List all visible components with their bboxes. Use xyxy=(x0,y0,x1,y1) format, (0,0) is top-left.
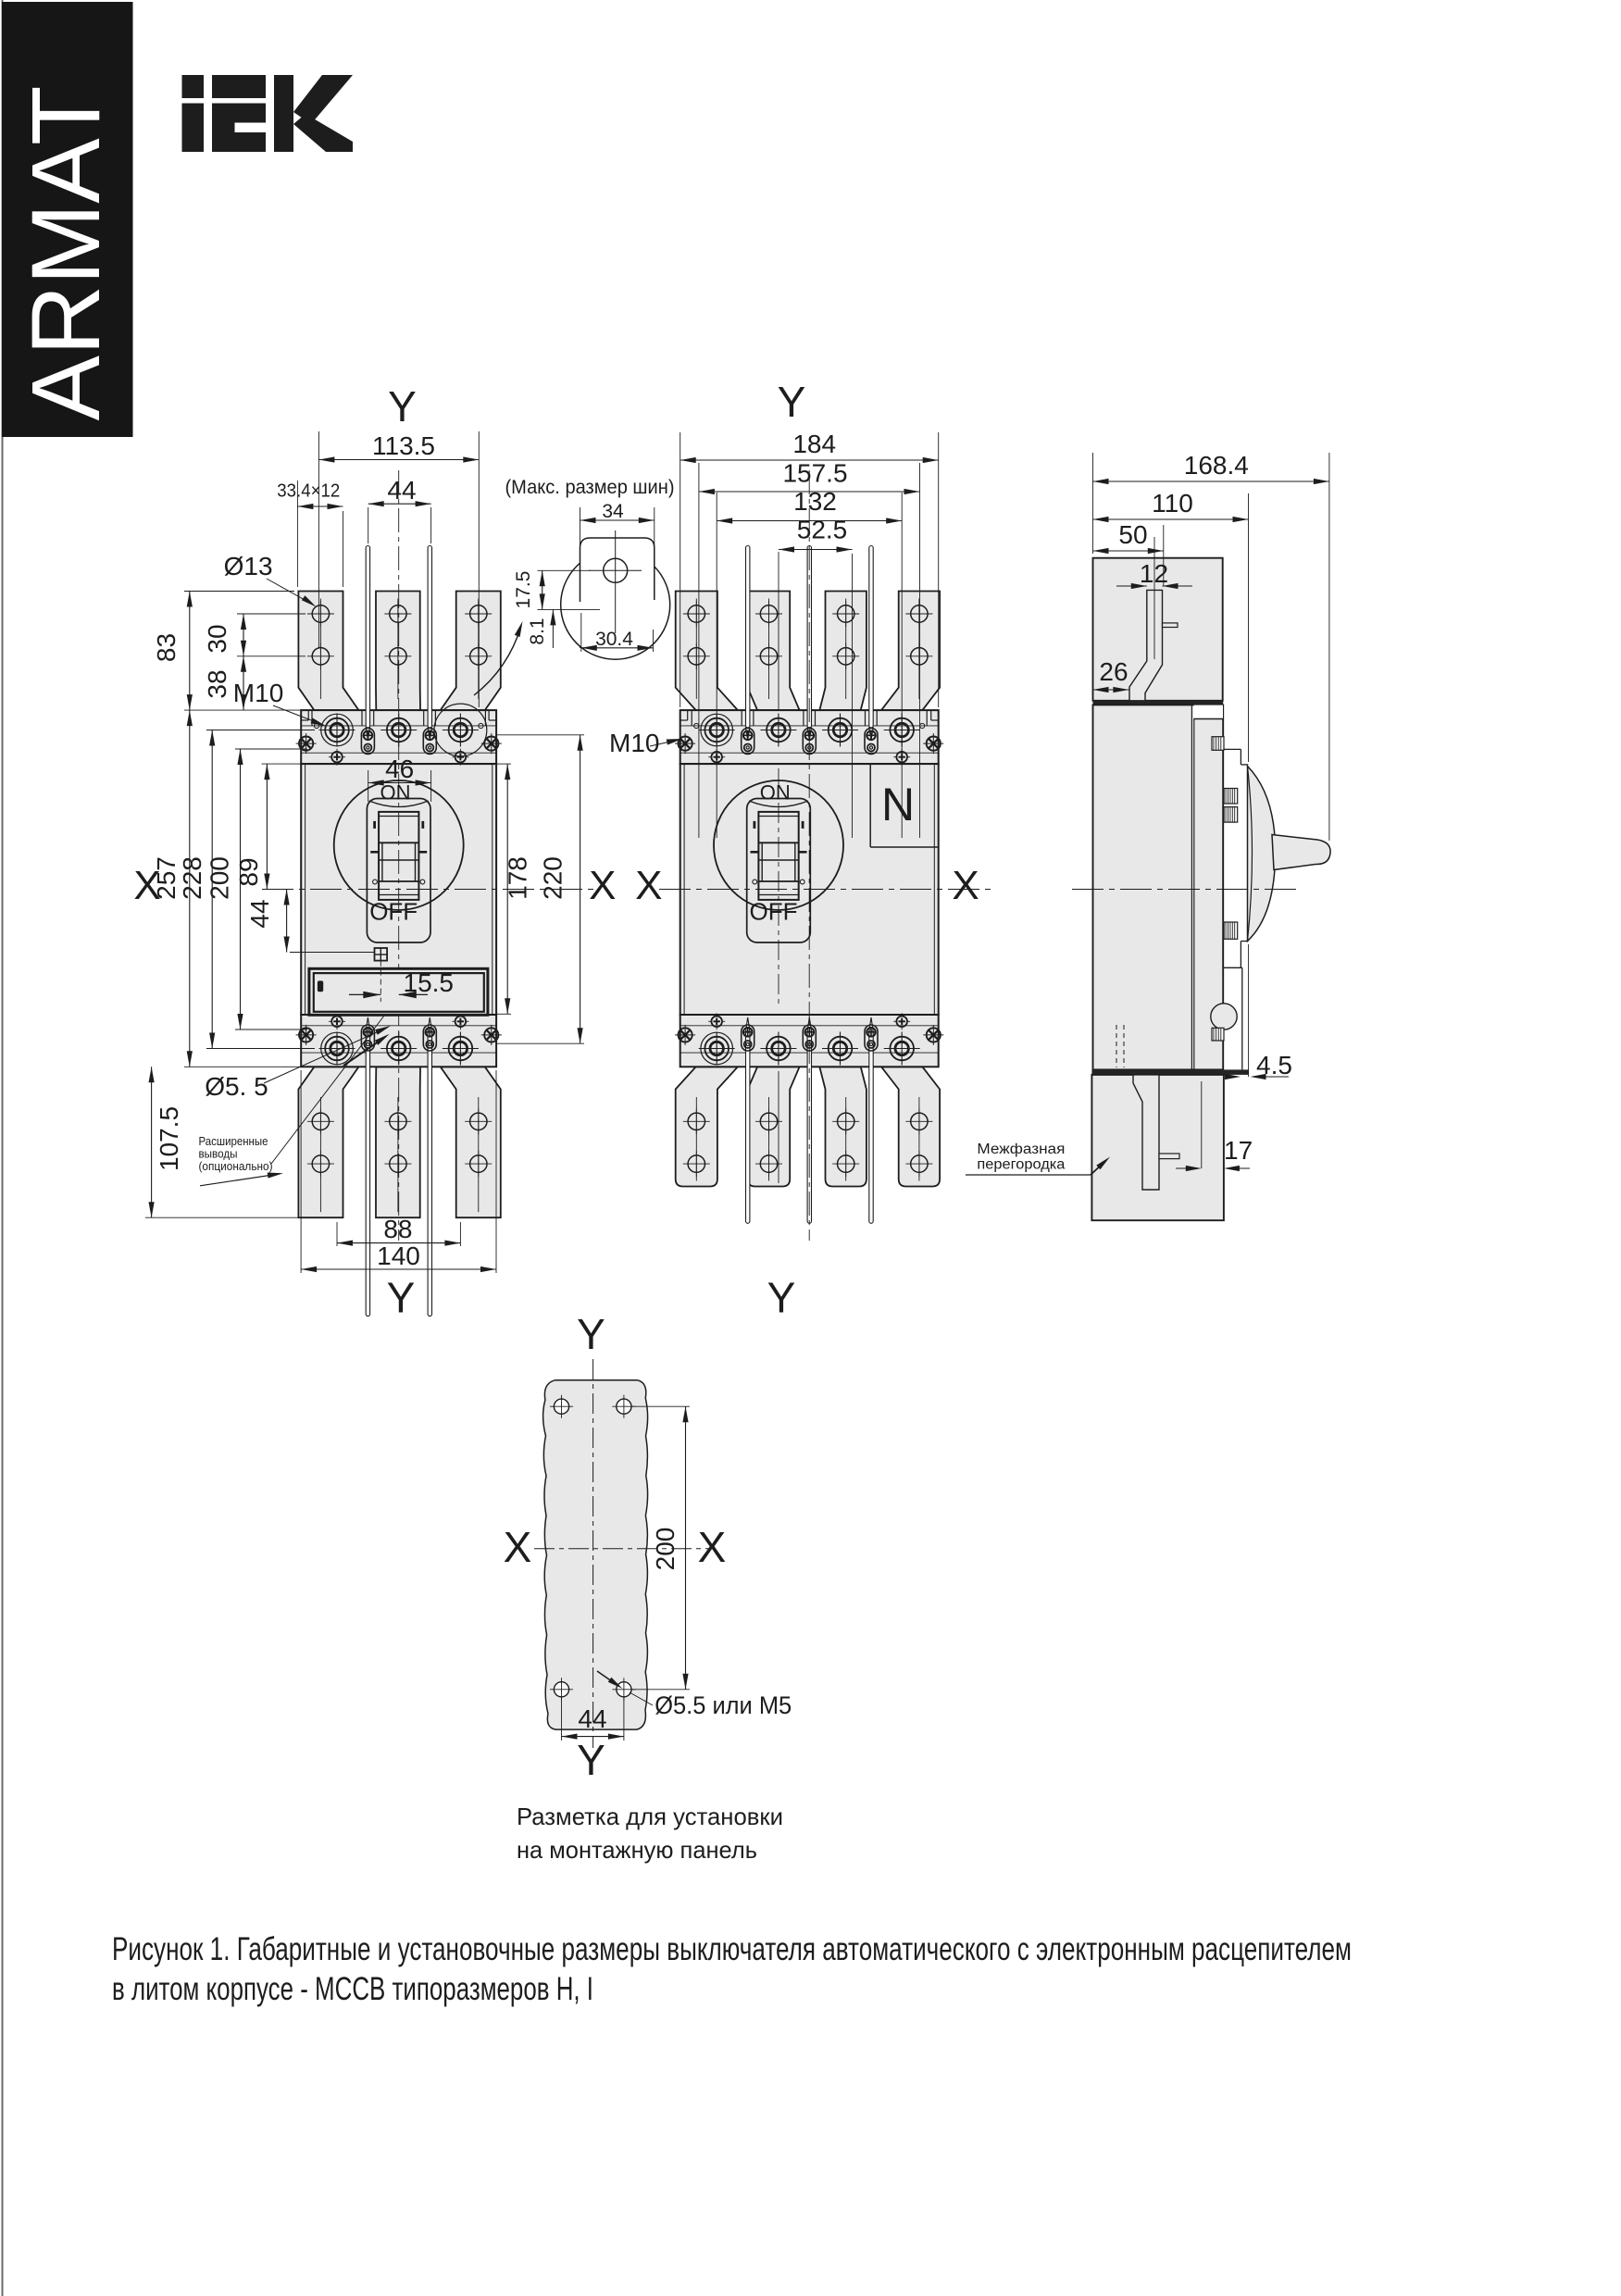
svg-text:Расширенные: Расширенные xyxy=(199,1135,268,1148)
svg-text:(Макс. размер шин): (Макс. размер шин) xyxy=(505,477,675,498)
svg-text:12: 12 xyxy=(1140,559,1168,588)
svg-text:ARMAT: ARMAT xyxy=(12,85,120,420)
svg-text:(опционально): (опционально) xyxy=(199,1160,273,1173)
svg-text:M10: M10 xyxy=(233,679,283,707)
svg-text:OFF: OFF xyxy=(369,898,418,926)
svg-text:в литом корпусе - МССВ типораз: в литом корпусе - МССВ типоразмеров H, I xyxy=(112,1971,593,2007)
svg-text:200: 200 xyxy=(206,856,234,900)
svg-text:34: 34 xyxy=(602,501,624,522)
svg-text:X: X xyxy=(133,863,160,908)
svg-text:44: 44 xyxy=(578,1704,606,1733)
svg-text:44: 44 xyxy=(387,476,416,505)
svg-text:X: X xyxy=(504,1523,532,1571)
svg-text:перегородка: перегородка xyxy=(977,1157,1065,1173)
svg-text:26: 26 xyxy=(1099,657,1128,686)
svg-text:17.5: 17.5 xyxy=(513,571,534,609)
svg-text:184: 184 xyxy=(792,430,836,458)
svg-text:132: 132 xyxy=(793,487,837,516)
svg-text:8.1: 8.1 xyxy=(527,618,548,644)
svg-text:Рисунок 1. Габаритные и устано: Рисунок 1. Габаритные и установочные раз… xyxy=(112,1931,1352,1967)
svg-text:X: X xyxy=(952,863,979,908)
svg-text:Y: Y xyxy=(767,1274,796,1322)
svg-text:X: X xyxy=(589,863,616,908)
svg-text:220: 220 xyxy=(539,856,567,900)
svg-text:89: 89 xyxy=(234,857,263,886)
svg-text:ON: ON xyxy=(760,781,791,805)
svg-text:88: 88 xyxy=(383,1215,412,1243)
svg-text:38: 38 xyxy=(203,669,231,698)
svg-text:Разметка для установки: Разметка для установки xyxy=(517,1803,783,1830)
svg-text:83: 83 xyxy=(152,633,181,662)
svg-text:N: N xyxy=(881,779,915,830)
svg-text:M10: M10 xyxy=(609,729,659,757)
svg-text:Y: Y xyxy=(387,1274,416,1322)
svg-text:X: X xyxy=(698,1523,727,1571)
svg-text:44: 44 xyxy=(245,899,274,928)
svg-text:200: 200 xyxy=(651,1528,680,1571)
svg-text:Ø5.5 или М5: Ø5.5 или М5 xyxy=(655,1691,792,1719)
svg-text:46: 46 xyxy=(385,755,414,783)
svg-text:33.4×12: 33.4×12 xyxy=(277,481,340,502)
svg-text:178: 178 xyxy=(504,856,532,900)
svg-text:257: 257 xyxy=(152,856,181,900)
svg-text:168.4: 168.4 xyxy=(1184,451,1249,480)
svg-text:Ø5. 5: Ø5. 5 xyxy=(205,1072,268,1101)
svg-text:30: 30 xyxy=(203,624,231,653)
svg-text:Y: Y xyxy=(577,1310,605,1358)
svg-text:выводы: выводы xyxy=(199,1148,238,1161)
svg-text:140: 140 xyxy=(377,1242,420,1270)
svg-text:50: 50 xyxy=(1118,520,1147,549)
svg-text:OFF: OFF xyxy=(750,898,798,926)
svg-text:Y: Y xyxy=(577,1736,605,1784)
svg-text:Межфазная: Межфазная xyxy=(977,1142,1065,1157)
svg-text:228: 228 xyxy=(178,856,206,900)
svg-text:X: X xyxy=(635,863,662,908)
svg-text:113.5: 113.5 xyxy=(372,431,435,460)
svg-text:на монтажную панель: на монтажную панель xyxy=(517,1836,757,1864)
svg-text:52.5: 52.5 xyxy=(797,516,848,544)
svg-text:Y: Y xyxy=(388,382,417,430)
svg-text:Y: Y xyxy=(778,378,806,426)
svg-text:17: 17 xyxy=(1224,1136,1253,1165)
svg-text:157.5: 157.5 xyxy=(782,459,847,488)
svg-text:110: 110 xyxy=(1152,489,1193,518)
svg-text:30.4: 30.4 xyxy=(595,629,633,650)
svg-text:107.5: 107.5 xyxy=(155,1106,183,1171)
svg-text:ON: ON xyxy=(380,781,411,805)
svg-text:Ø13: Ø13 xyxy=(224,552,273,580)
